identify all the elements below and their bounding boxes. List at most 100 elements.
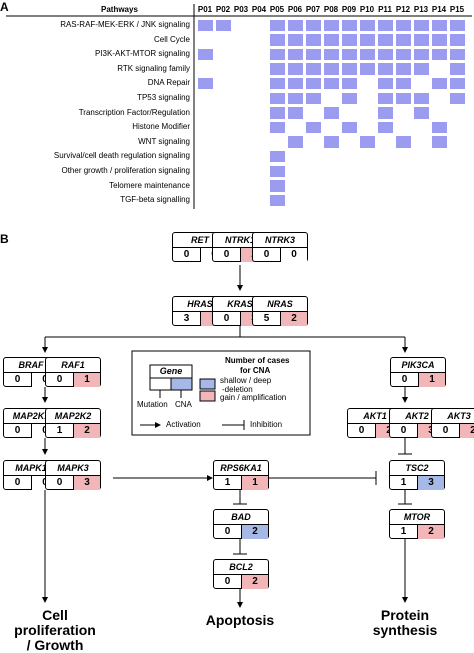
altered-cell: [269, 63, 285, 75]
patient-header: P03: [233, 5, 249, 14]
altered-cell: [287, 92, 303, 105]
altered-cell: [431, 34, 447, 46]
altered-cell: [269, 48, 285, 61]
outcome-protein-line2: synthesis: [372, 622, 438, 638]
gene-mutation-count: 0: [173, 248, 201, 262]
outcome-proliferation: Cell proliferation / Growth: [0, 608, 110, 653]
altered-cell: [413, 92, 429, 105]
pathway-label: Other growth / proliferation signaling: [61, 166, 190, 175]
pathway-label: TP53 signaling: [137, 93, 190, 102]
legend-gene-box: [149, 364, 193, 398]
altered-cell: [359, 63, 375, 75]
altered-cell: [323, 63, 339, 75]
altered-cell: [449, 48, 465, 61]
altered-cell: [431, 48, 447, 61]
altered-cell: [377, 121, 393, 134]
outcome-proliferation-line2: / Growth: [26, 637, 84, 653]
outcome-protein-line1: Protein: [380, 607, 430, 623]
patient-header: P14: [431, 5, 447, 14]
pathways-header: Pathways: [101, 5, 138, 14]
altered-cell: [377, 48, 393, 61]
gene-divider: [4, 423, 58, 424]
gene-name: MAP2K2: [54, 411, 92, 421]
altered-cell: [341, 34, 357, 46]
gene-cna-count: 3: [418, 476, 444, 490]
gene-divider: [390, 475, 444, 476]
altered-cell: [287, 107, 303, 119]
gene-divider: [173, 247, 227, 248]
legend-title-line1: Number of cases: [225, 356, 290, 365]
gene-cna-count: 2: [281, 312, 307, 326]
altered-cell: [323, 48, 339, 61]
altered-cell: [269, 150, 285, 163]
patient-header: P02: [215, 5, 231, 14]
gene-name: MAP2K1: [12, 411, 50, 421]
altered-cell: [377, 34, 393, 46]
altered-cell: [323, 136, 339, 148]
gene-name: MTOR: [403, 512, 431, 522]
gene-name: RAF1: [61, 360, 85, 370]
gene-name: NRAS: [267, 299, 293, 309]
gene-divider: [46, 475, 100, 476]
gene-divider: [214, 475, 268, 476]
gene-mutation-count: 0: [214, 575, 242, 589]
altered-cell: [449, 92, 465, 105]
patient-header: P01: [197, 5, 213, 14]
altered-cell: [215, 19, 231, 32]
patient-header: P05: [269, 5, 285, 14]
altered-cell: [287, 136, 303, 148]
gene-name: MAPK1: [15, 463, 47, 473]
altered-cell: [395, 34, 411, 46]
gene-name: TSC2: [405, 463, 429, 473]
panel-a-label: A: [0, 0, 9, 14]
gene-mutation-count: 0: [4, 373, 32, 387]
gene-name: NTRK3: [264, 235, 295, 245]
altered-cell: [287, 77, 303, 90]
altered-cell: [341, 121, 357, 134]
altered-cell: [341, 63, 357, 75]
gene-name: BCL2: [229, 562, 253, 572]
gene-cna-count: 2: [74, 424, 100, 438]
gene-name: RET: [191, 235, 209, 245]
gene-mutation-count: 0: [4, 424, 32, 438]
outcome-proliferation-line1: Cell proliferation: [14, 607, 96, 638]
table-grid: [6, 4, 472, 209]
gene-divider: [213, 311, 267, 312]
gene-mutation-count: 0: [213, 248, 241, 262]
legend-deletion-line1: shallow / deep: [220, 376, 272, 385]
patient-header: P10: [359, 5, 375, 14]
gene-mutation-count: 0: [390, 424, 418, 438]
altered-cell: [305, 121, 321, 134]
legend-inhibition-label: Inhibition: [250, 420, 283, 429]
gene-name: NTRK1: [224, 235, 255, 245]
altered-cell: [269, 165, 285, 178]
altered-cell: [305, 63, 321, 75]
legend-deletion-line2: -deletion: [222, 385, 253, 394]
altered-cell: [269, 34, 285, 46]
gene-mutation-count: 3: [173, 312, 201, 326]
patient-header: P04: [251, 5, 267, 14]
legend-deletion-swatch: [199, 378, 216, 390]
gene-cna-count: 1: [419, 373, 445, 387]
altered-cell: [305, 19, 321, 32]
gene-mutation-count: 0: [46, 373, 74, 387]
altered-cell: [341, 19, 357, 32]
legend-title-line2: for CNA: [240, 366, 271, 375]
pathway-label: Survival/cell death regulation signaling: [53, 151, 190, 161]
altered-cell: [377, 92, 393, 105]
altered-cell: [305, 77, 321, 90]
gene-mutation-count: 0: [46, 476, 74, 490]
gene-name: BRAF: [18, 360, 44, 370]
gene-mutation-count: 1: [214, 476, 242, 490]
gene-name: PIK3CA: [401, 360, 435, 370]
gene-name: AKT3: [447, 411, 471, 421]
gene-name: RPS6KA1: [220, 463, 262, 473]
altered-cell: [323, 107, 339, 119]
gene-divider: [4, 475, 58, 476]
gene-name: BAD: [231, 512, 251, 522]
